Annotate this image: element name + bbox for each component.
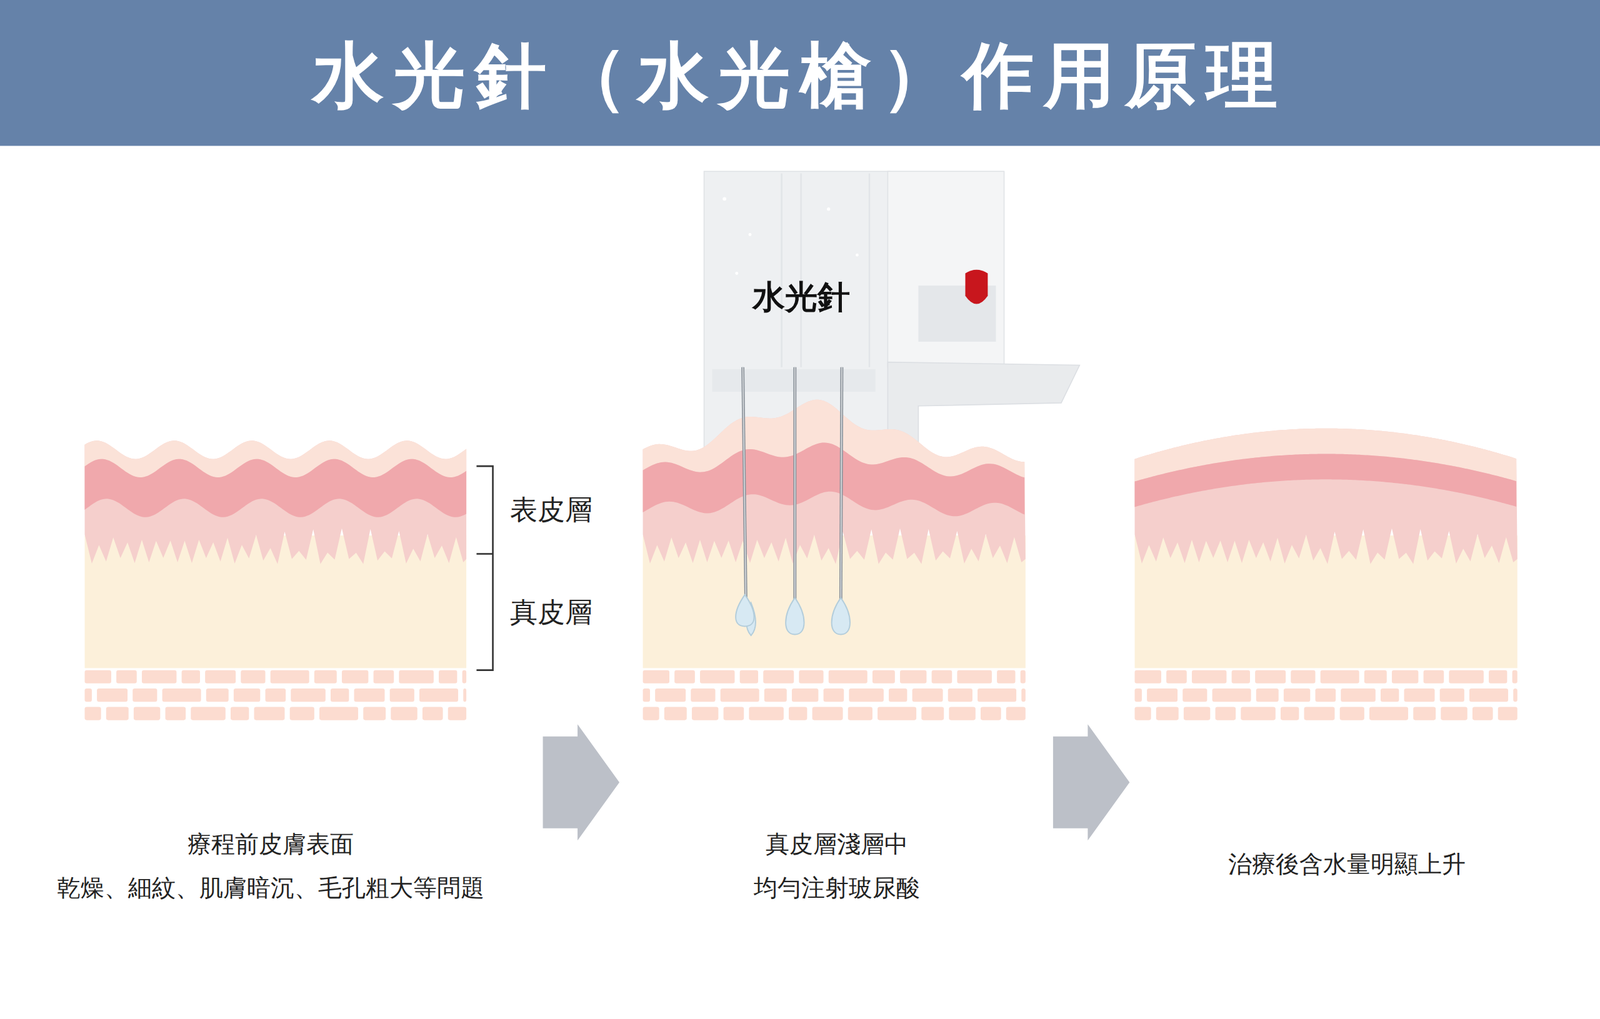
needles — [743, 367, 842, 605]
step-caption: 乾燥、細紋、肌膚暗沉、毛孔粗大等問題 — [56, 875, 485, 904]
step-caption: 真皮層淺層中 — [765, 830, 909, 859]
layer-label: 表皮層 — [510, 493, 593, 527]
skin-section — [1135, 428, 1518, 721]
step-caption: 治療後含水量明顯上升 — [1228, 851, 1466, 880]
layer-bracket — [476, 466, 493, 671]
skin-section — [643, 400, 1026, 721]
step-arrow — [1053, 724, 1130, 841]
device-label: 水光針 — [752, 277, 850, 317]
step-caption: 均勻注射玻尿酸 — [753, 875, 920, 904]
step-caption: 療程前皮膚表面 — [187, 830, 354, 859]
step-arrow — [543, 724, 620, 841]
diagram-title: 水光針（水光槍）作用原理 — [312, 32, 1288, 119]
skin-section — [85, 440, 467, 720]
title-bar — [0, 0, 1600, 146]
hyaluronic-drops — [735, 595, 850, 636]
layer-label: 真皮層 — [510, 595, 593, 629]
injector-device — [704, 171, 1080, 454]
